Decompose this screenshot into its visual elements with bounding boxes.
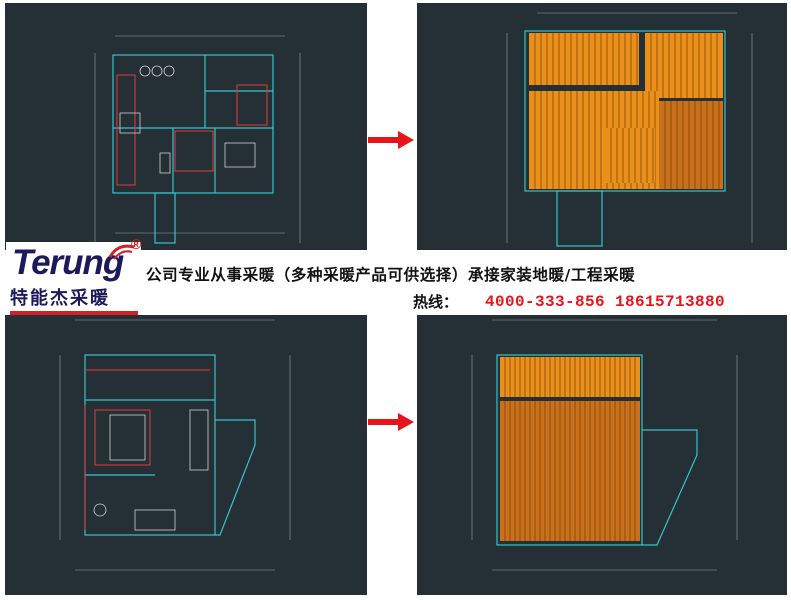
company-slogan: 公司专业从事采暖（多种采暖产品可供选择）承接家装地暖/工程采暖 xyxy=(146,266,636,284)
logo-swoosh-icon xyxy=(108,244,135,260)
right-arrow-icon xyxy=(368,413,414,431)
cad-drawing xyxy=(94,35,301,244)
floorplan-1-heating xyxy=(417,3,787,250)
slogan-bar xyxy=(140,262,791,288)
floorplan-1-original xyxy=(5,3,367,250)
cad-drawing xyxy=(59,319,291,571)
cad-drawing-heating xyxy=(506,12,753,247)
cad-drawing-heating xyxy=(471,319,738,571)
floorplan-2-heating xyxy=(417,315,787,595)
hotline-label: 热线： xyxy=(413,293,459,311)
heating-pipe-zones xyxy=(529,33,723,189)
registered-mark: ® xyxy=(131,236,142,252)
heating-zone xyxy=(605,128,655,183)
brand-chinese-name: 特能杰采暖 xyxy=(10,286,140,312)
right-arrow-icon xyxy=(368,131,414,149)
heating-zone xyxy=(659,101,723,189)
hotline-bar xyxy=(408,289,791,315)
hotline-numbers: 4000-333-856 18615713880 xyxy=(485,293,726,311)
brand-logo-text: Terung xyxy=(12,243,124,282)
floorplan-2-original xyxy=(5,315,367,595)
heating-pipe-zones xyxy=(500,357,640,541)
brand-underline xyxy=(10,311,138,315)
heating-zone xyxy=(645,33,723,98)
heating-zone xyxy=(529,33,639,85)
